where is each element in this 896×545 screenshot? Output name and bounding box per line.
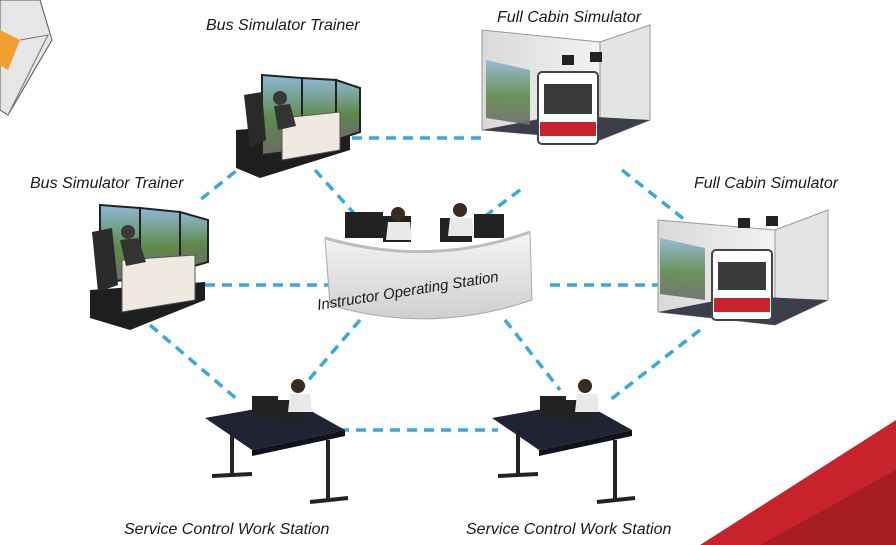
instructor-operating-station — [324, 203, 533, 320]
service-control-work-station-left-label: Service Control Work Station — [124, 521, 330, 538]
bus-simulator-trainer-left — [90, 203, 209, 330]
connector — [503, 318, 562, 392]
bus-simulator-trainer-top — [236, 73, 361, 178]
connector — [608, 328, 702, 402]
full-cabin-simulator-top-label: Full Cabin Simulator — [497, 9, 642, 26]
connectors — [148, 136, 702, 432]
red-accent-corner — [700, 420, 896, 545]
connector — [198, 148, 264, 202]
service-control-work-station-left — [205, 379, 349, 504]
full-cabin-simulator-top — [481, 24, 651, 145]
connector — [313, 168, 362, 222]
bus-simulator-trainer-left-label: Bus Simulator Trainer — [30, 175, 184, 192]
connector — [298, 318, 362, 392]
full-cabin-simulator-right — [657, 209, 829, 326]
bus-simulator-trainer-top-label: Bus Simulator Trainer — [206, 17, 360, 34]
connector — [620, 168, 687, 222]
corner-device-fragment — [0, 0, 53, 116]
service-control-work-station-right-label: Service Control Work Station — [466, 521, 672, 538]
connector — [148, 323, 240, 402]
full-cabin-simulator-right-label: Full Cabin Simulator — [694, 175, 839, 192]
service-control-work-station-right — [492, 379, 636, 504]
